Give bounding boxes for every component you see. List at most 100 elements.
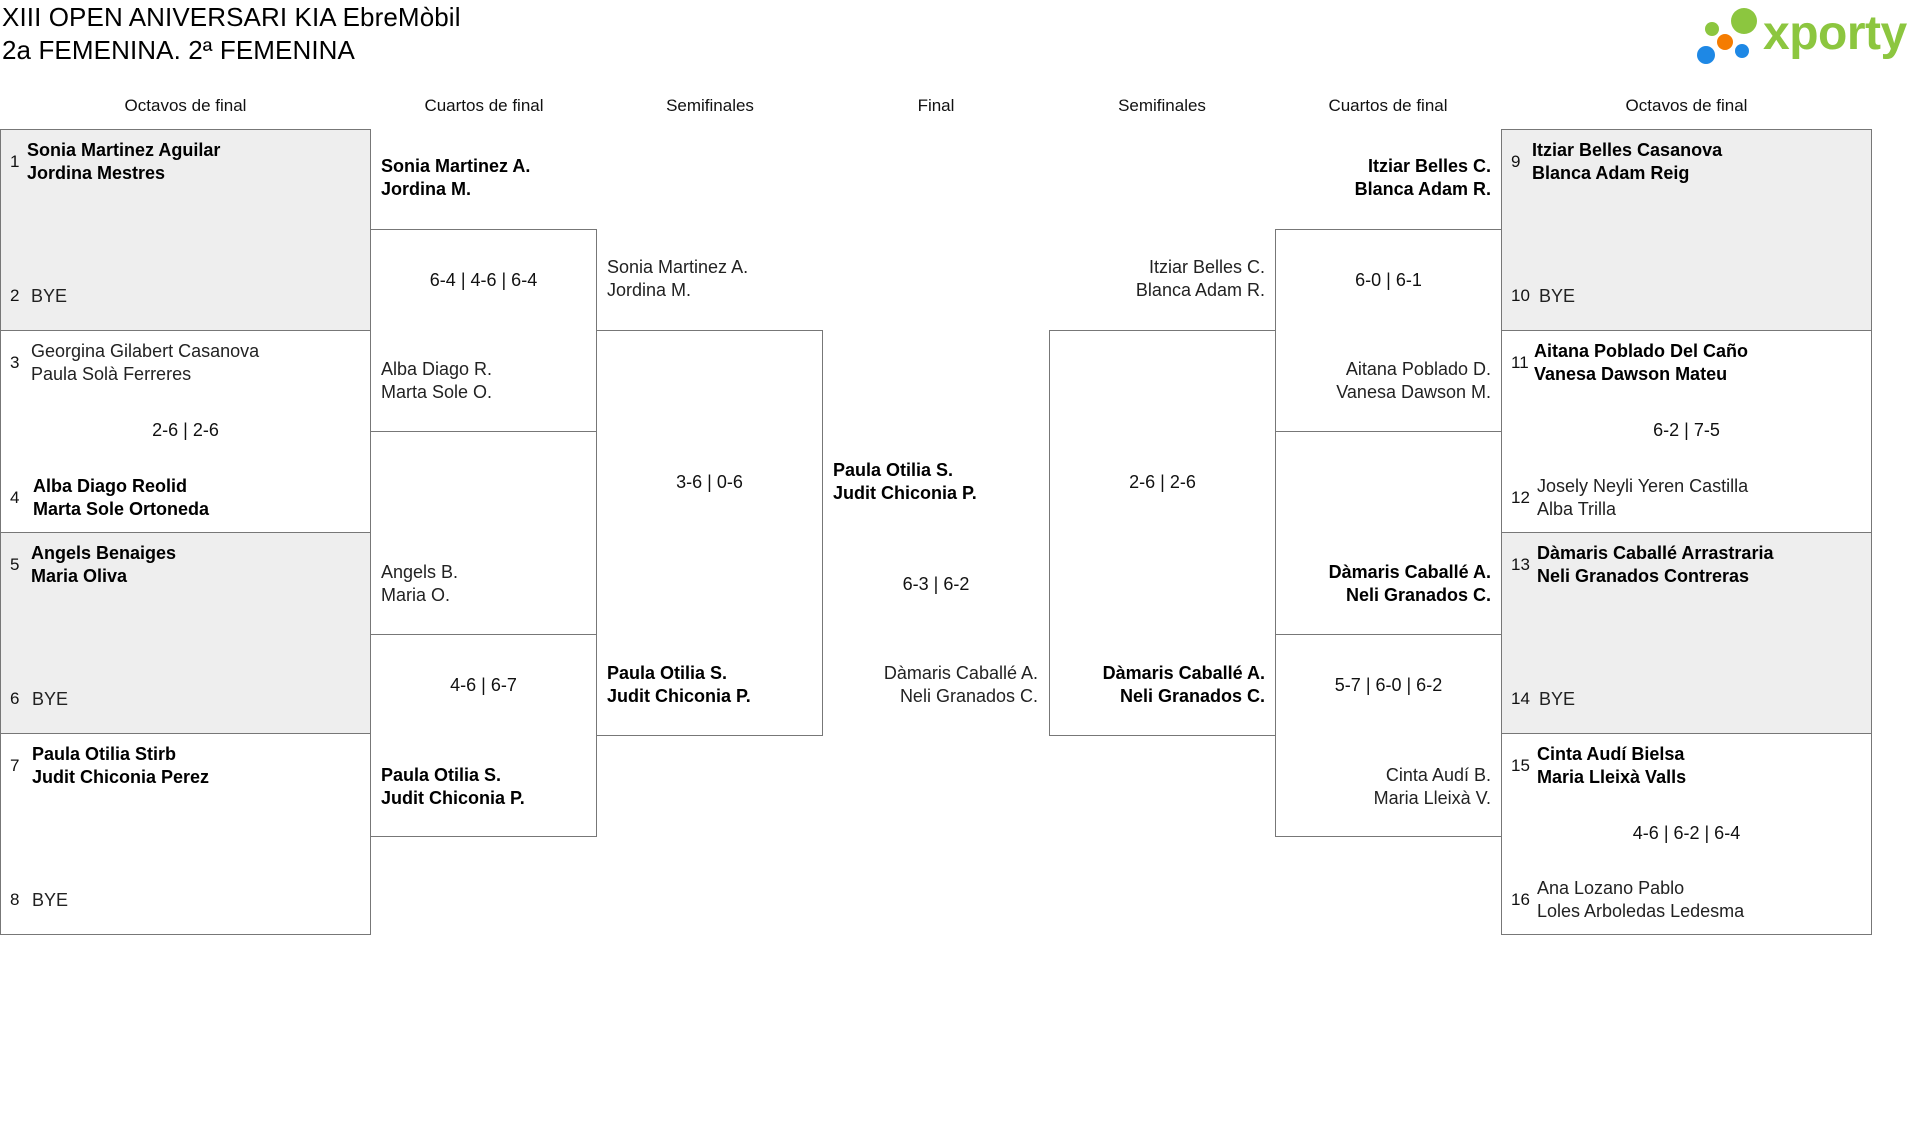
player-name: Dàmaris Caballé A. xyxy=(1328,562,1491,582)
team-entry[interactable]: Dàmaris Caballé Arrastraria Neli Granado… xyxy=(1537,542,1773,588)
team-entry[interactable]: Dàmaris Caballé A. Neli Granados C. xyxy=(1275,561,1491,607)
match-score: 6-4 | 4-6 | 6-4 xyxy=(429,270,538,290)
seed-number: 1 xyxy=(10,152,20,171)
player-name: Paula Otilia Stirb xyxy=(32,744,177,764)
player-name: Judit Chiconia P. xyxy=(833,483,977,503)
player-name: Ana Lozano Pablo xyxy=(1537,878,1685,898)
team-entry[interactable]: Cinta Audí B. Maria Lleixà V. xyxy=(1275,764,1491,810)
match-score: 3-6 | 0-6 xyxy=(676,472,743,492)
player-name: Neli Granados Contreras xyxy=(1537,566,1750,586)
team-entry[interactable]: Georgina Gilabert Casanova Paula Solà Fe… xyxy=(31,340,259,386)
team-entry[interactable]: Josely Neyli Yeren Castilla Alba Trilla xyxy=(1537,475,1748,521)
team-entry[interactable]: Aitana Poblado Del Caño Vanesa Dawson Ma… xyxy=(1534,340,1748,386)
player-name: Vanesa Dawson M. xyxy=(1336,382,1491,402)
player-name: Blanca Adam R. xyxy=(1135,280,1265,300)
seed-number: 15 xyxy=(1511,756,1530,775)
player-name: Blanca Adam Reig xyxy=(1532,163,1690,183)
bye-label: BYE xyxy=(31,286,68,306)
player-name: Dàmaris Caballé Arrastraria xyxy=(1537,543,1774,563)
player-name: Angels B. xyxy=(381,562,459,582)
team-entry[interactable]: Sonia Martinez Aguilar Jordina Mestres xyxy=(27,139,220,185)
player-name: Loles Arboledas Ledesma xyxy=(1537,901,1745,921)
seed-number: 12 xyxy=(1511,488,1530,507)
player-name: Jordina M. xyxy=(607,280,692,300)
team-entry[interactable]: Itziar Belles C. Blanca Adam R. xyxy=(1049,256,1265,302)
match-score: 6-0 | 6-1 xyxy=(1355,270,1422,290)
team-entry[interactable]: Ana Lozano Pablo Loles Arboledas Ledesma xyxy=(1537,877,1744,923)
team-entry[interactable]: Sonia Martinez A. Jordina M. xyxy=(607,256,748,302)
round-header-final: Final xyxy=(917,96,955,115)
xporty-logo[interactable]: xporty xyxy=(1695,4,1920,70)
bye-label: BYE xyxy=(1539,286,1576,306)
match-score: 4-6 | 6-7 xyxy=(450,675,517,695)
round-header-right-r16: Octavos de final xyxy=(1625,96,1748,115)
match-box-right-sf[interactable] xyxy=(1049,330,1276,736)
player-name: Itziar Belles Casanova xyxy=(1532,140,1723,160)
player-name: Judit Chiconia P. xyxy=(607,686,751,706)
player-name: Aitana Poblado Del Caño xyxy=(1534,341,1749,361)
team-entry[interactable]: Dàmaris Caballé A. Neli Granados C. xyxy=(1049,662,1265,708)
player-name: Neli Granados C. xyxy=(899,686,1038,706)
player-name: Paula Otilia S. xyxy=(607,663,728,683)
player-name: Marta Sole Ortoneda xyxy=(33,499,210,519)
seed-number: 4 xyxy=(10,488,20,507)
seed-number: 13 xyxy=(1511,555,1530,574)
team-entry: BYE xyxy=(1539,285,1575,308)
player-name: Maria Oliva xyxy=(31,566,128,586)
player-name: Sonia Martinez Aguilar xyxy=(27,140,221,160)
runner-up-entry[interactable]: Dàmaris Caballé A. Neli Granados C. xyxy=(823,662,1038,708)
match-score: 6-2 | 7-5 xyxy=(1653,420,1720,440)
player-name: Josely Neyli Yeren Castilla xyxy=(1537,476,1749,496)
player-name: Maria Lleixà V. xyxy=(1373,788,1491,808)
player-name: Sonia Martinez A. xyxy=(381,156,531,176)
match-box-right-r16-1[interactable] xyxy=(1501,129,1872,331)
player-name: Itziar Belles C. xyxy=(1367,156,1491,176)
round-header-left-sf: Semifinales xyxy=(666,96,754,115)
team-entry[interactable]: Angels Benaiges Maria Oliva xyxy=(31,542,176,588)
player-name: Maria O. xyxy=(381,585,451,605)
player-name: Judit Chiconia P. xyxy=(381,788,525,808)
match-score: 5-7 | 6-0 | 6-2 xyxy=(1334,675,1443,695)
round-header-left-r16: Octavos de final xyxy=(124,96,247,115)
match-box-right-r16-4[interactable] xyxy=(1501,733,1872,935)
match-score: 2-6 | 2-6 xyxy=(1129,472,1196,492)
match-box-left-r16-3[interactable] xyxy=(0,532,371,734)
player-name: Maria Lleixà Valls xyxy=(1537,767,1687,787)
player-name: Paula Otilia S. xyxy=(381,765,502,785)
team-entry: BYE xyxy=(32,889,68,912)
player-name: Paula Solà Ferreres xyxy=(31,364,192,384)
seed-number: 8 xyxy=(10,890,20,909)
player-name: Cinta Audí B. xyxy=(1385,765,1491,785)
team-entry[interactable]: Paula Otilia Stirb Judit Chiconia Perez xyxy=(32,743,209,789)
team-entry: BYE xyxy=(32,688,68,711)
team-entry[interactable]: Angels B. Maria O. xyxy=(381,561,458,607)
seed-number: 3 xyxy=(10,353,20,372)
player-name: Cinta Audí Bielsa xyxy=(1537,744,1685,764)
bye-label: BYE xyxy=(1539,689,1576,709)
match-box-left-sf[interactable] xyxy=(596,330,823,736)
match-score: 4-6 | 6-2 | 6-4 xyxy=(1632,823,1741,843)
seed-number: 7 xyxy=(10,756,20,775)
logo-dot-icon xyxy=(1717,34,1733,50)
team-entry[interactable]: Paula Otilia S. Judit Chiconia P. xyxy=(381,764,525,810)
logo-dot-icon xyxy=(1735,44,1749,58)
team-entry[interactable]: Itziar Belles C. Blanca Adam R. xyxy=(1275,155,1491,201)
team-entry[interactable]: Aitana Poblado D. Vanesa Dawson M. xyxy=(1275,358,1491,404)
player-name: Sonia Martinez A. xyxy=(607,257,749,277)
match-box-left-r16-1[interactable] xyxy=(0,129,371,331)
player-name: Alba Trilla xyxy=(1537,499,1617,519)
team-entry[interactable]: Itziar Belles Casanova Blanca Adam Reig xyxy=(1532,139,1722,185)
team-entry[interactable]: Sonia Martinez A. Jordina M. xyxy=(381,155,530,201)
player-name: Jordina M. xyxy=(381,179,472,199)
player-name: Blanca Adam R. xyxy=(1354,179,1491,199)
team-entry[interactable]: Cinta Audí Bielsa Maria Lleixà Valls xyxy=(1537,743,1686,789)
tournament-title: XIII OPEN ANIVERSARI KIA EbreMòbil xyxy=(2,2,461,32)
final-score: 6-3 | 6-2 xyxy=(902,574,970,594)
category-title: 2a FEMENINA. 2ª FEMENINA xyxy=(2,35,355,65)
player-name: Georgina Gilabert Casanova xyxy=(31,341,260,361)
team-entry[interactable]: Paula Otilia S. Judit Chiconia P. xyxy=(607,662,751,708)
team-entry[interactable]: Alba Diago R. Marta Sole O. xyxy=(381,358,492,404)
logo-wordmark: xporty xyxy=(1763,7,1907,60)
champion-entry[interactable]: Paula Otilia S. Judit Chiconia P. xyxy=(833,459,977,505)
team-entry[interactable]: Alba Diago Reolid Marta Sole Ortoneda xyxy=(33,475,209,521)
